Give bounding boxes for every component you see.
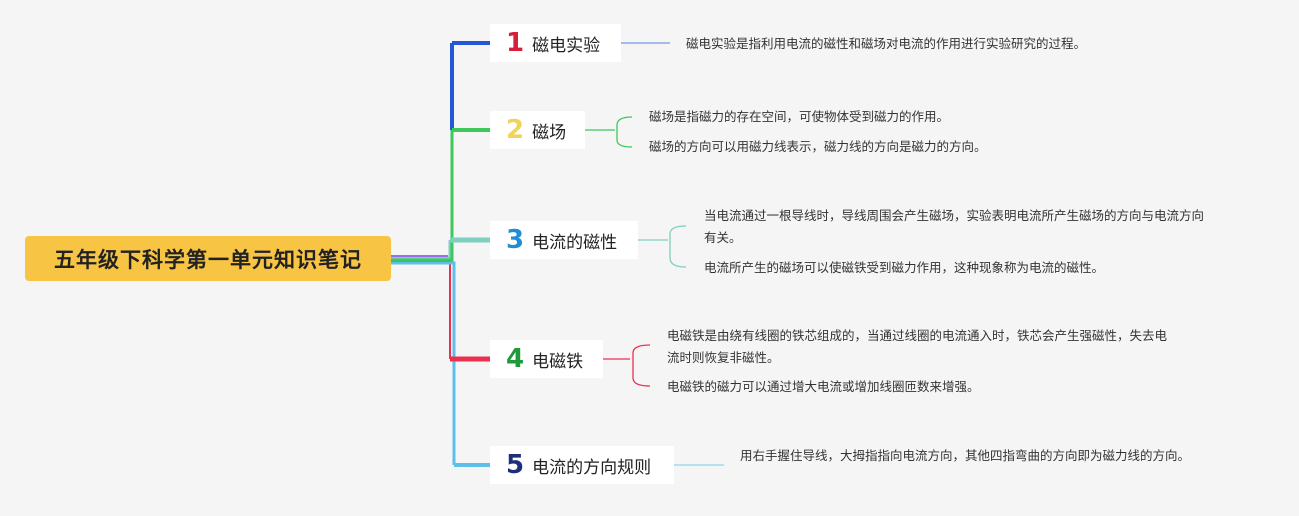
topic-4-note-2: 电磁铁的磁力可以通过增大电流或增加线圈匝数来增强。	[667, 379, 980, 394]
topic-3-note-2: 电流所产生的磁场可以使磁铁受到磁力作用，这种现象称为电流的磁性。	[704, 260, 1105, 275]
link-root-t4	[391, 261, 451, 359]
topic-1-note-1: 磁电实验是指利用电流的磁性和磁场对电流的作用进行实验研究的过程。	[686, 36, 1087, 51]
link-root-t2	[391, 130, 454, 262]
topic-2[interactable]: 2 磁场	[490, 111, 585, 149]
topic-4-label: 电磁铁	[532, 351, 584, 372]
topic-2-note-2: 磁场的方向可以用磁力线表示，磁力线的方向是磁力的方向。	[649, 139, 987, 154]
link-root-t5	[391, 261, 456, 465]
topic-1[interactable]: 1 磁电实验	[490, 24, 621, 62]
topic-1-number: 1	[506, 28, 525, 58]
topic-1-label: 磁电实验	[532, 35, 601, 56]
topic-3[interactable]: 3 电流的磁性	[490, 221, 638, 259]
link-t2-bracket	[616, 116, 633, 148]
root-title: 五年级下科学第一单元知识笔记	[54, 247, 362, 272]
topic-4-number: 4	[506, 344, 525, 374]
topic-5-number: 5	[506, 450, 525, 480]
topic-3-number: 3	[506, 225, 525, 255]
topic-5-note-1: 用右手握住导线，大拇指指向电流方向，其他四指弯曲的方向即为磁力线的方向。	[740, 448, 1191, 463]
topic-4-note-1: 电磁铁是由绕有线圈的铁芯组成的，当通过线圈的电流通入时，铁芯会产生强磁性，失去电…	[667, 328, 1168, 365]
link-t4-bracket	[632, 344, 651, 387]
topic-2-label: 磁场	[532, 122, 567, 143]
root-node[interactable]: 五年级下科学第一单元知识笔记	[25, 236, 391, 281]
topic-5-label: 电流的方向规则	[532, 457, 652, 478]
topic-5[interactable]: 5 电流的方向规则	[490, 446, 674, 484]
link-root-t3	[391, 240, 452, 260]
topic-4[interactable]: 4 电磁铁	[490, 340, 603, 378]
topic-2-number: 2	[506, 115, 525, 145]
topic-3-label: 电流的磁性	[532, 232, 618, 253]
link-t3-bracket	[669, 225, 687, 268]
topic-3-note-1: 当电流通过一根导线时，导线周围会产生磁场，实验表明电流所产生磁场的方向与电流方向…	[704, 208, 1205, 245]
topic-2-note-1: 磁场是指磁力的存在空间，可使物体受到磁力的作用。	[649, 109, 950, 124]
